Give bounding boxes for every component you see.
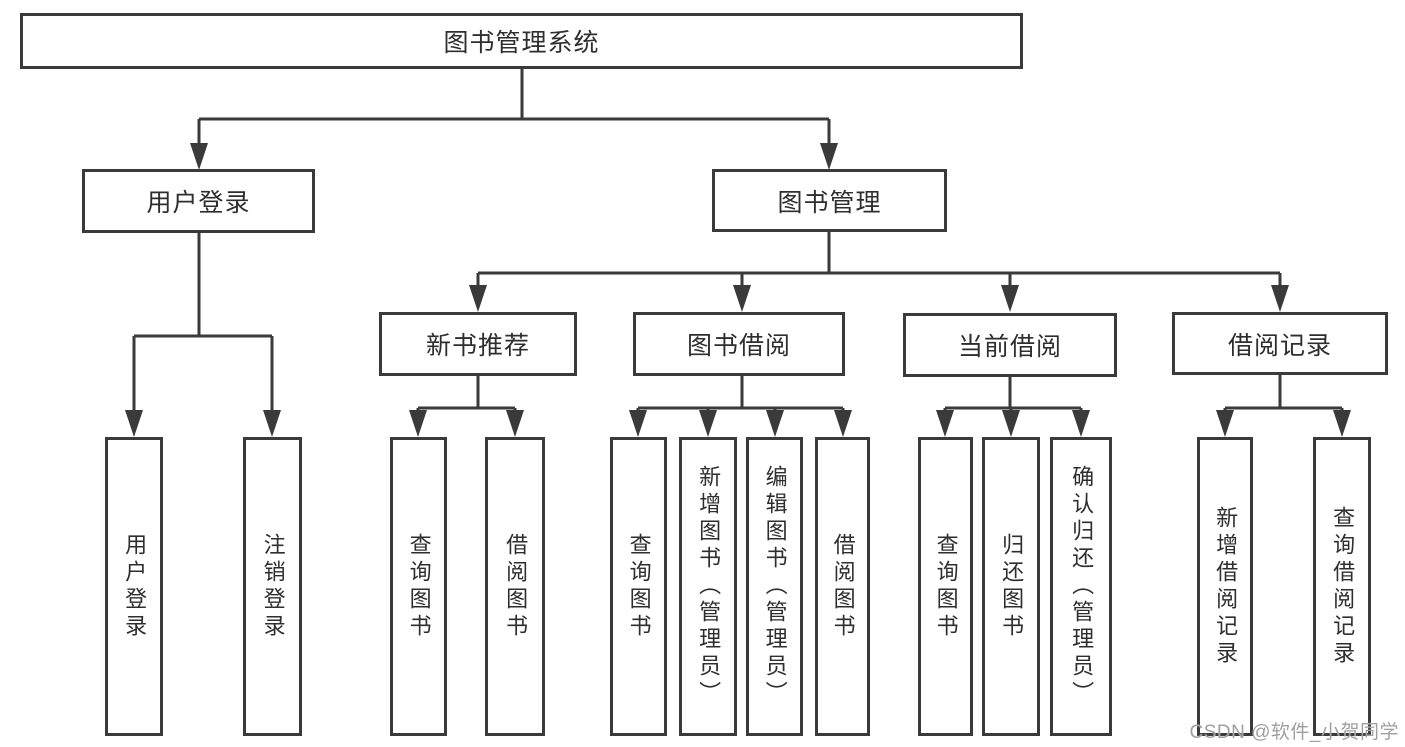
leaf-query-book-borrow: 查询图书 bbox=[610, 437, 667, 736]
leaf-add-book-admin: 新增图书（管理员） bbox=[679, 437, 737, 736]
node-new-book-recommend: 新书推荐 bbox=[379, 312, 577, 376]
leaf-confirm-return-admin: 确认归还（管理员） bbox=[1050, 437, 1112, 736]
leaf-label: 借阅图书 bbox=[830, 532, 856, 641]
node-label: 新书推荐 bbox=[425, 332, 530, 360]
leaf-label: 用户登录 bbox=[122, 532, 148, 641]
leaf-logout: 注销登录 bbox=[243, 437, 302, 736]
leaf-label: 编辑图书（管理员） bbox=[762, 465, 788, 708]
node-book-management: 图书管理 bbox=[712, 169, 947, 232]
node-current-borrow: 当前借阅 bbox=[903, 313, 1117, 377]
leaf-query-borrow-record: 查询借阅记录 bbox=[1313, 437, 1371, 736]
node-label: 图书借阅 bbox=[686, 332, 791, 360]
node-book-borrow: 图书借阅 bbox=[633, 312, 845, 376]
node-label: 用户登录 bbox=[146, 189, 251, 217]
node-label: 图书管理 bbox=[777, 188, 882, 217]
node-label: 当前借阅 bbox=[957, 333, 1062, 361]
leaf-borrow-book-recommend: 借阅图书 bbox=[485, 437, 545, 736]
node-label: 借阅记录 bbox=[1227, 331, 1332, 360]
leaf-label: 确认归还（管理员） bbox=[1069, 465, 1095, 708]
leaf-label: 归还图书 bbox=[999, 532, 1025, 641]
leaf-label: 查询图书 bbox=[406, 532, 432, 641]
node-label: 图书管理系统 bbox=[443, 29, 600, 57]
leaf-edit-book-admin: 编辑图书（管理员） bbox=[746, 437, 803, 736]
leaf-label: 查询图书 bbox=[933, 532, 959, 641]
leaf-user-login: 用户登录 bbox=[105, 437, 163, 736]
node-library-management-system: 图书管理系统 bbox=[20, 13, 1023, 69]
leaf-label: 新增图书（管理员） bbox=[696, 465, 722, 708]
leaf-label: 借阅图书 bbox=[503, 532, 529, 641]
leaf-label: 查询借阅记录 bbox=[1330, 505, 1356, 668]
watermark: CSDN @软件_小贺同学 bbox=[1189, 722, 1399, 743]
leaf-label: 新增借阅记录 bbox=[1213, 505, 1239, 668]
leaf-query-book-recommend: 查询图书 bbox=[390, 437, 447, 736]
leaf-query-book-current: 查询图书 bbox=[918, 437, 973, 736]
leaf-label: 查询图书 bbox=[626, 532, 652, 641]
leaf-add-borrow-record: 新增借阅记录 bbox=[1197, 437, 1253, 736]
node-user-login: 用户登录 bbox=[82, 169, 315, 233]
leaf-return-book: 归还图书 bbox=[982, 437, 1040, 736]
leaf-label: 注销登录 bbox=[260, 532, 286, 641]
node-borrow-records: 借阅记录 bbox=[1172, 312, 1388, 375]
leaf-borrow-book-borrow: 借阅图书 bbox=[815, 437, 870, 736]
